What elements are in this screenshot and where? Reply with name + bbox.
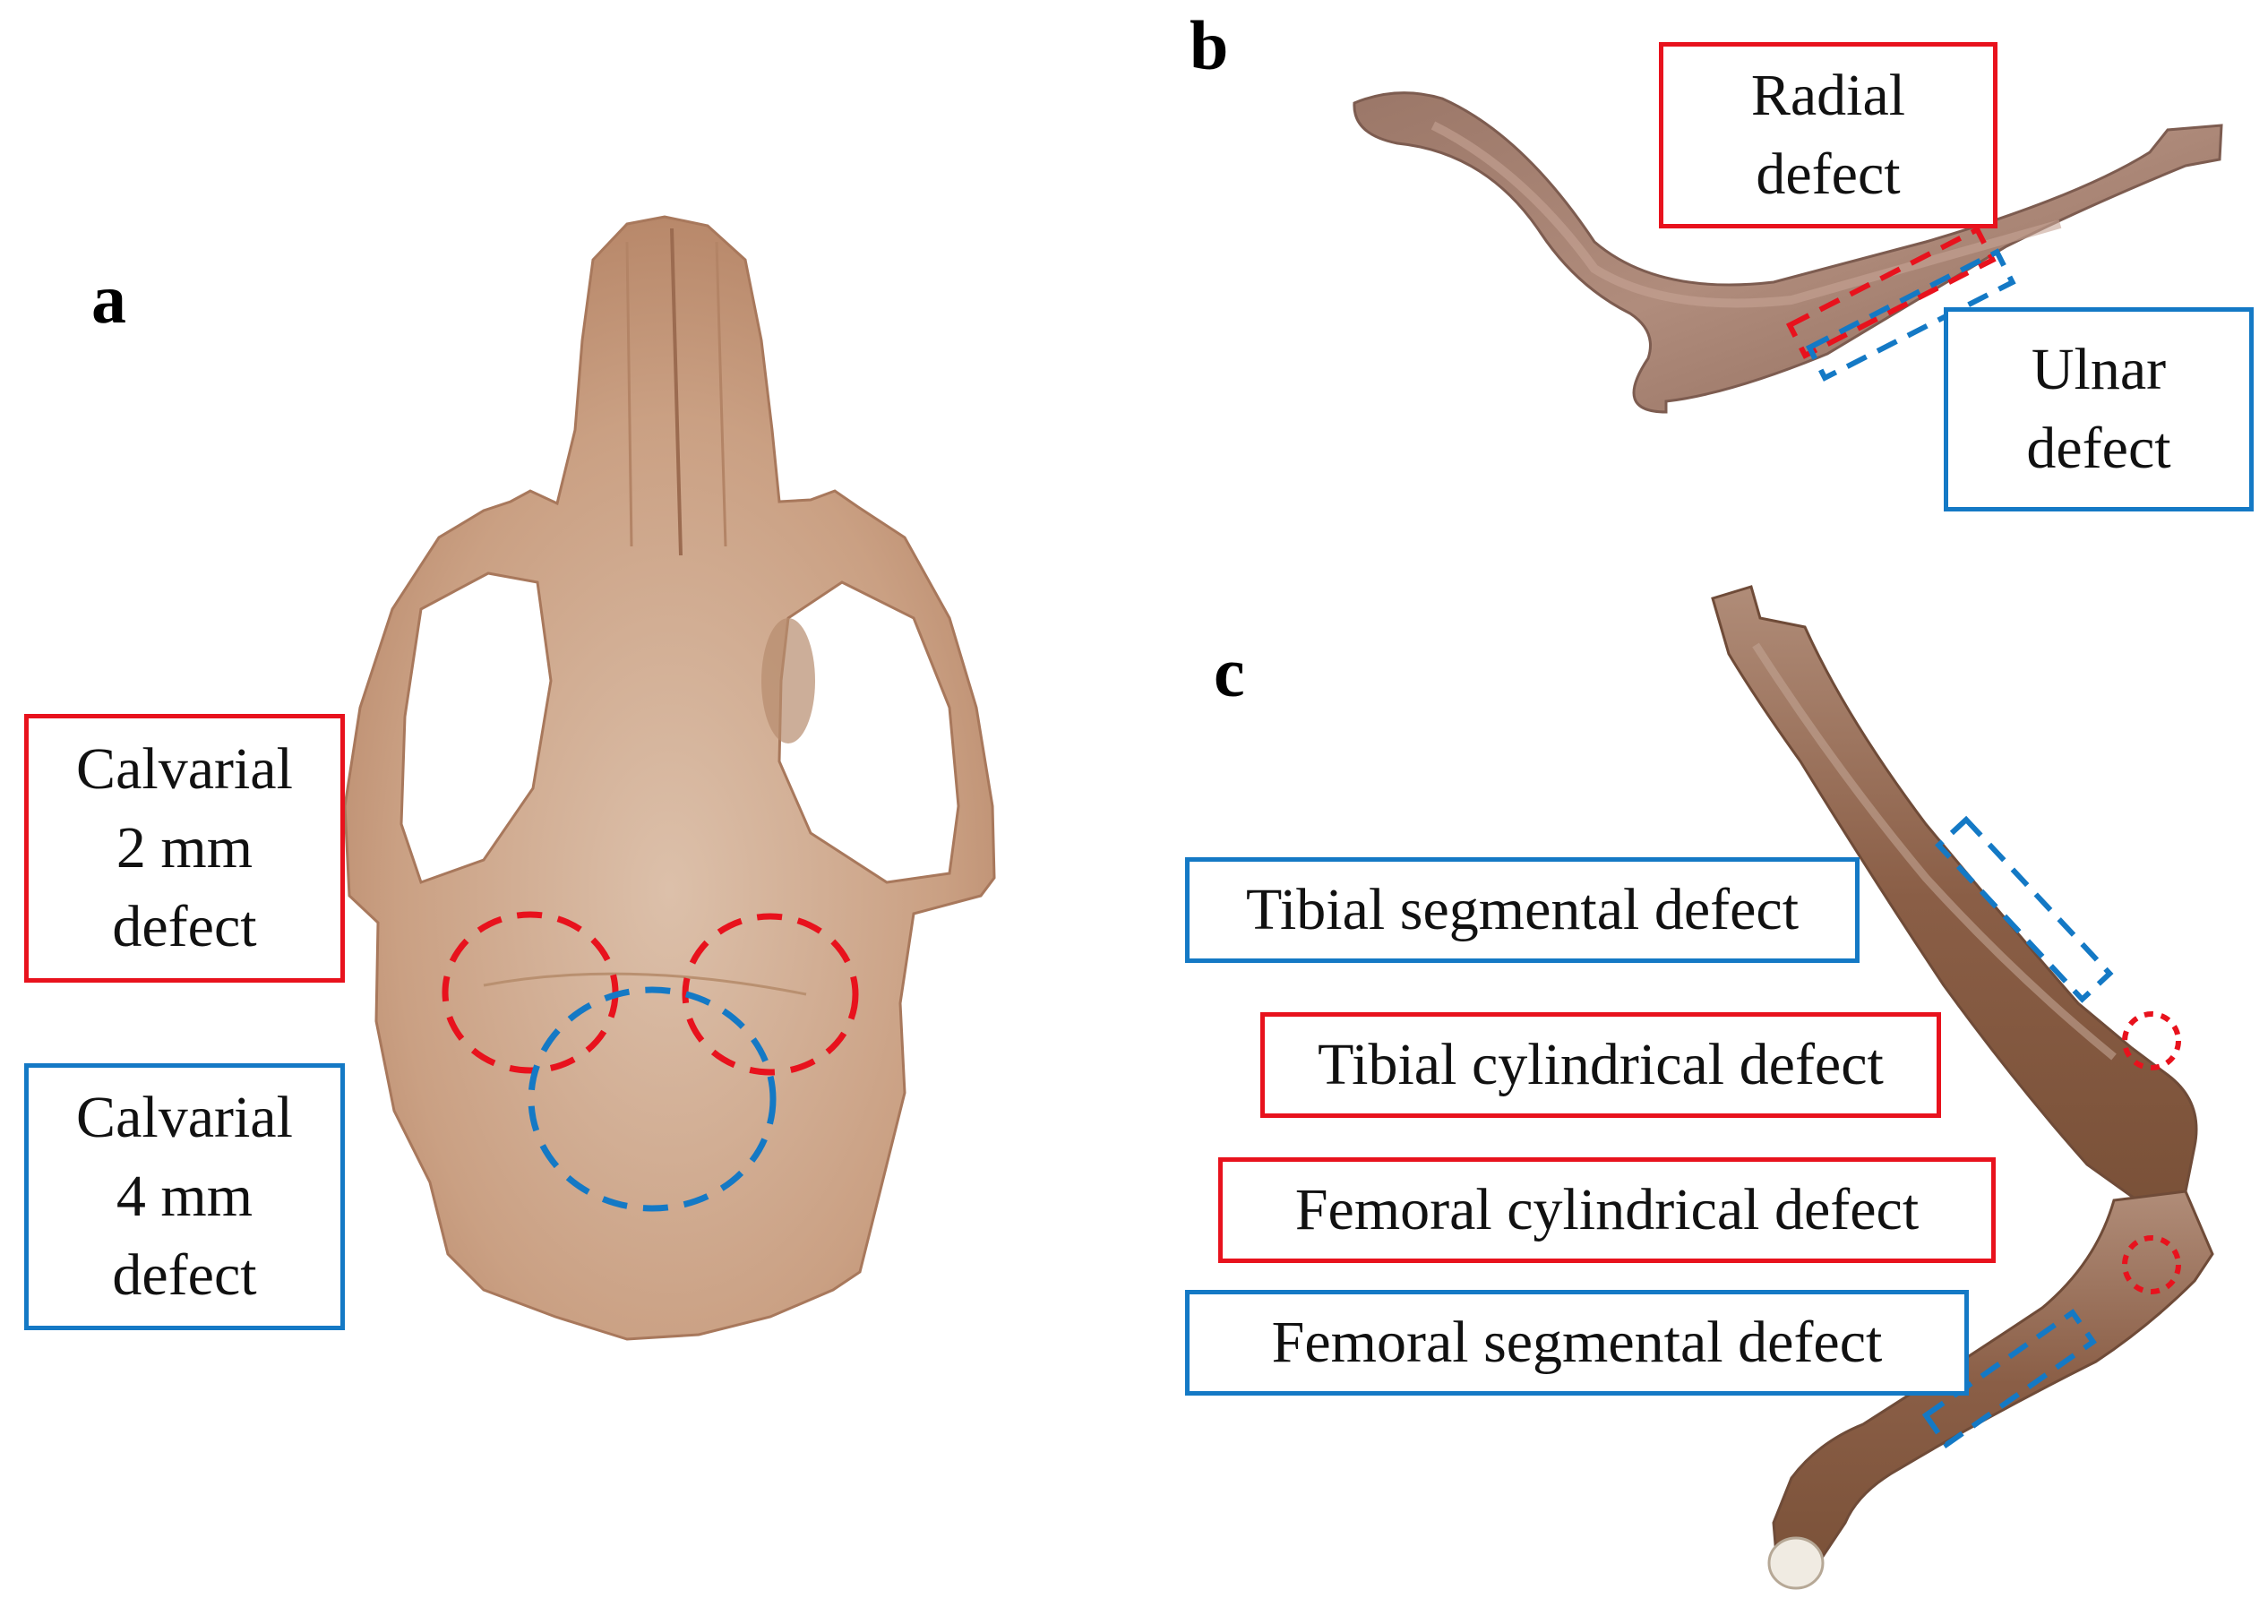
tibial-segmental-defect-marker: [1935, 815, 2114, 1003]
radial-defect-label: Radial defect: [1750, 63, 1906, 207]
calvarial-2mm-label: Calvarial 2 mm defect: [76, 736, 293, 959]
calvarial-4mm-label: Calvarial 4 mm defect: [76, 1085, 293, 1308]
tibial-cylindrical-defect-marker: [2122, 1011, 2181, 1070]
femoral-cylindrical-defect-label-box: Femoral cylindrical defect: [1218, 1157, 1996, 1263]
calvarial-4mm-label-box: Calvarial 4 mm defect: [24, 1063, 345, 1330]
panel-letter-c: c: [1214, 633, 1245, 711]
femoral-segmental-defect-label: Femoral segmental defect: [1271, 1310, 1883, 1376]
skull-nasal-line-2: [625, 241, 633, 547]
femoral-cylindrical-defect-label: Femoral cylindrical defect: [1294, 1177, 1920, 1243]
hindlimb-image: [1711, 585, 2214, 1590]
forelimb-image: [1353, 91, 2223, 414]
femoral-segmental-defect-label-box: Femoral segmental defect: [1185, 1290, 1969, 1396]
tibia-shaft-highlight: [1752, 642, 2117, 1061]
radial-defect-label-box: Radial defect: [1659, 42, 1997, 228]
tibial-segmental-defect-label: Tibial segmental defect: [1245, 877, 1800, 943]
ulnar-defect-marker: [1805, 248, 2016, 382]
skull-nasal-line: [670, 228, 683, 556]
skull-left-orbit: [399, 571, 553, 884]
ulnar-defect-label: Ulnar defect: [2026, 337, 2171, 481]
skull-suture: [483, 972, 807, 996]
femoral-head: [1767, 1536, 1825, 1590]
calvarial-2mm-marker-right: [682, 913, 859, 1076]
ulnar-defect-label-box: Ulnar defect: [1944, 307, 2254, 511]
femoral-cylindrical-defect-marker: [2122, 1235, 2181, 1294]
tibial-cylindrical-defect-label-box: Tibial cylindrical defect: [1260, 1012, 1941, 1118]
skull-outline: [343, 215, 996, 1341]
skull-nasal-line-3: [715, 241, 727, 547]
panel-letter-b: b: [1190, 6, 1229, 84]
panel-letter-a: a: [91, 260, 126, 338]
calvarial-2mm-label-box: Calvarial 2 mm defect: [24, 714, 345, 983]
tibial-cylindrical-defect-label: Tibial cylindrical defect: [1318, 1032, 1884, 1098]
tibial-segmental-defect-label-box: Tibial segmental defect: [1185, 857, 1860, 963]
radial-defect-marker: [1785, 226, 1997, 359]
calvarial-4mm-marker: [528, 986, 777, 1212]
skull-image: [343, 215, 996, 1341]
forelimb-shaft-highlight: [1430, 121, 2062, 308]
skull-left-eye-socket-shadow: [761, 618, 815, 743]
